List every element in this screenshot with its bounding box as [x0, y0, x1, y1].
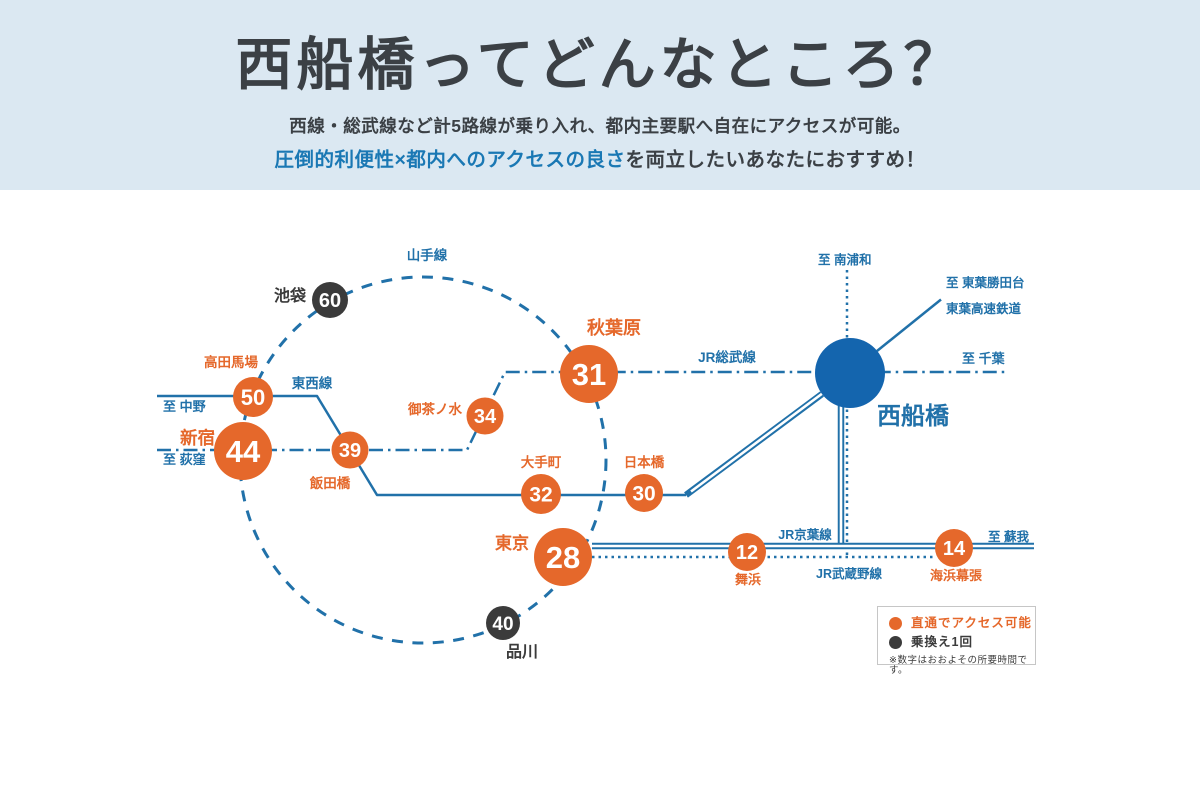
hub-label: 西船橋 [877, 402, 950, 430]
station-circle [486, 606, 520, 640]
legend-transfer-label: 乗換え1回 [911, 635, 973, 650]
legend: 直通でアクセス可能 乗換え1回 ※数字はおおよその所要時間です。 [877, 606, 1036, 675]
station-minutes: 44 [226, 434, 261, 469]
station-circle [214, 422, 272, 480]
line-label: JR総武線 [698, 349, 756, 365]
station-minutes: 28 [546, 540, 580, 575]
subtitle-line1: 西線・総武線など計5路線が乗り入れ、都内主要駅へ自在にアクセスが可能。 [289, 116, 911, 136]
toyo-line [876, 298, 942, 352]
station-秋葉原: 31 秋葉原 [560, 317, 641, 403]
station-minutes: 32 [529, 484, 552, 507]
endpoint-label: 至 中野 [163, 399, 206, 414]
station-label: 新宿 [180, 428, 215, 448]
line-label: 山手線 [407, 247, 448, 263]
station-大手町: 32 大手町 [521, 454, 562, 514]
subtitle-line2: 圧倒的利便性×都内へのアクセスの良さを両立したいあなたにおすすめ！ [0, 143, 1200, 172]
station-高田馬場: 50 高田馬場 [204, 354, 273, 417]
station-circle [233, 377, 273, 417]
station-circle [534, 528, 592, 586]
legend-transfer-row: 乗換え1回 [889, 633, 1035, 652]
station-circle [935, 529, 973, 567]
station-池袋: 60 池袋 [274, 282, 348, 318]
station-label: 品川 [506, 643, 538, 661]
station-品川: 40 品川 [486, 606, 538, 661]
station-label: 東京 [495, 533, 529, 553]
station-circle [625, 474, 663, 512]
station-御茶ノ水: 34 御茶ノ水 [407, 397, 504, 435]
endpoint-label: 至 南浦和 [818, 252, 871, 267]
endpoint-label: 至 蘇我 [988, 529, 1029, 544]
station-東京: 28 東京 [495, 528, 592, 586]
station-circle [560, 345, 618, 403]
endpoint-label: 至 荻窪 [163, 452, 206, 467]
hub-station: 西船橋 [815, 338, 950, 430]
station-海浜幕張: 14 海浜幕張 [930, 529, 983, 583]
station-舞浜: 12 舞浜 [728, 533, 766, 587]
tozai-line-double-gap [690, 390, 826, 493]
direct-access-dot-icon [889, 617, 902, 630]
hub-circle [815, 338, 885, 408]
subtitle-rest: を両立したいあなたにおすすめ！ [625, 149, 926, 171]
transfer-dot-icon [889, 636, 902, 649]
endpoint-label: 至 千葉 [962, 351, 1006, 366]
station-minutes: 12 [736, 542, 758, 564]
station-label: 飯田橋 [309, 475, 351, 491]
subtitle-highlight: 圧倒的利便性×都内へのアクセスの良さ [274, 149, 626, 171]
legend-direct-label: 直通でアクセス可能 [911, 616, 1032, 631]
station-minutes: 40 [492, 614, 513, 635]
station-circle [521, 474, 561, 514]
station-日本橋: 30 日本橋 [624, 454, 665, 512]
station-minutes: 31 [572, 357, 606, 392]
station-minutes: 34 [474, 406, 497, 428]
page-title: 西船橋ってどんなところ？ [235, 33, 965, 97]
station-label: 高田馬場 [204, 354, 258, 370]
station-飯田橋: 39 飯田橋 [309, 431, 369, 491]
line-label: 東葉高速鉄道 [946, 301, 1022, 316]
station-label: 大手町 [521, 454, 562, 470]
station-circle [466, 397, 504, 435]
station-label: 日本橋 [624, 454, 665, 470]
station-minutes: 50 [241, 385, 265, 410]
station-minutes: 14 [943, 538, 966, 560]
station-label: 御茶ノ水 [407, 401, 462, 417]
station-label: 海浜幕張 [930, 568, 983, 583]
station-新宿: 44 新宿 [180, 422, 272, 480]
station-circle [331, 431, 369, 469]
stations: 60 池袋 50 高田馬場 44 新宿 39 飯田橋 34 御茶ノ水 31 秋葉原 32 大手町 30 日本橋… [180, 282, 983, 661]
legend-direct-row: 直通でアクセス可能 [889, 614, 1035, 633]
line-label: 東西線 [292, 375, 333, 391]
station-circle [728, 533, 766, 571]
line-label: JR京葉線 [778, 527, 832, 542]
header: 西船橋ってどんなところ？ 西線・総武線など計5路線が乗り入れ、都内主要駅へ自在に… [0, 0, 1200, 190]
legend-note: ※数字はおおよその所要時間です。 [889, 655, 1028, 676]
station-label: 秋葉原 [587, 317, 641, 338]
station-minutes: 39 [339, 440, 361, 462]
line-label: JR武蔵野線 [816, 566, 882, 581]
station-label: 池袋 [274, 286, 307, 305]
station-minutes: 30 [632, 483, 655, 506]
endpoint-label: 至 東葉勝田台 [946, 275, 1024, 290]
station-label: 舞浜 [734, 572, 761, 587]
station-minutes: 60 [319, 290, 341, 312]
station-circle [312, 282, 348, 318]
